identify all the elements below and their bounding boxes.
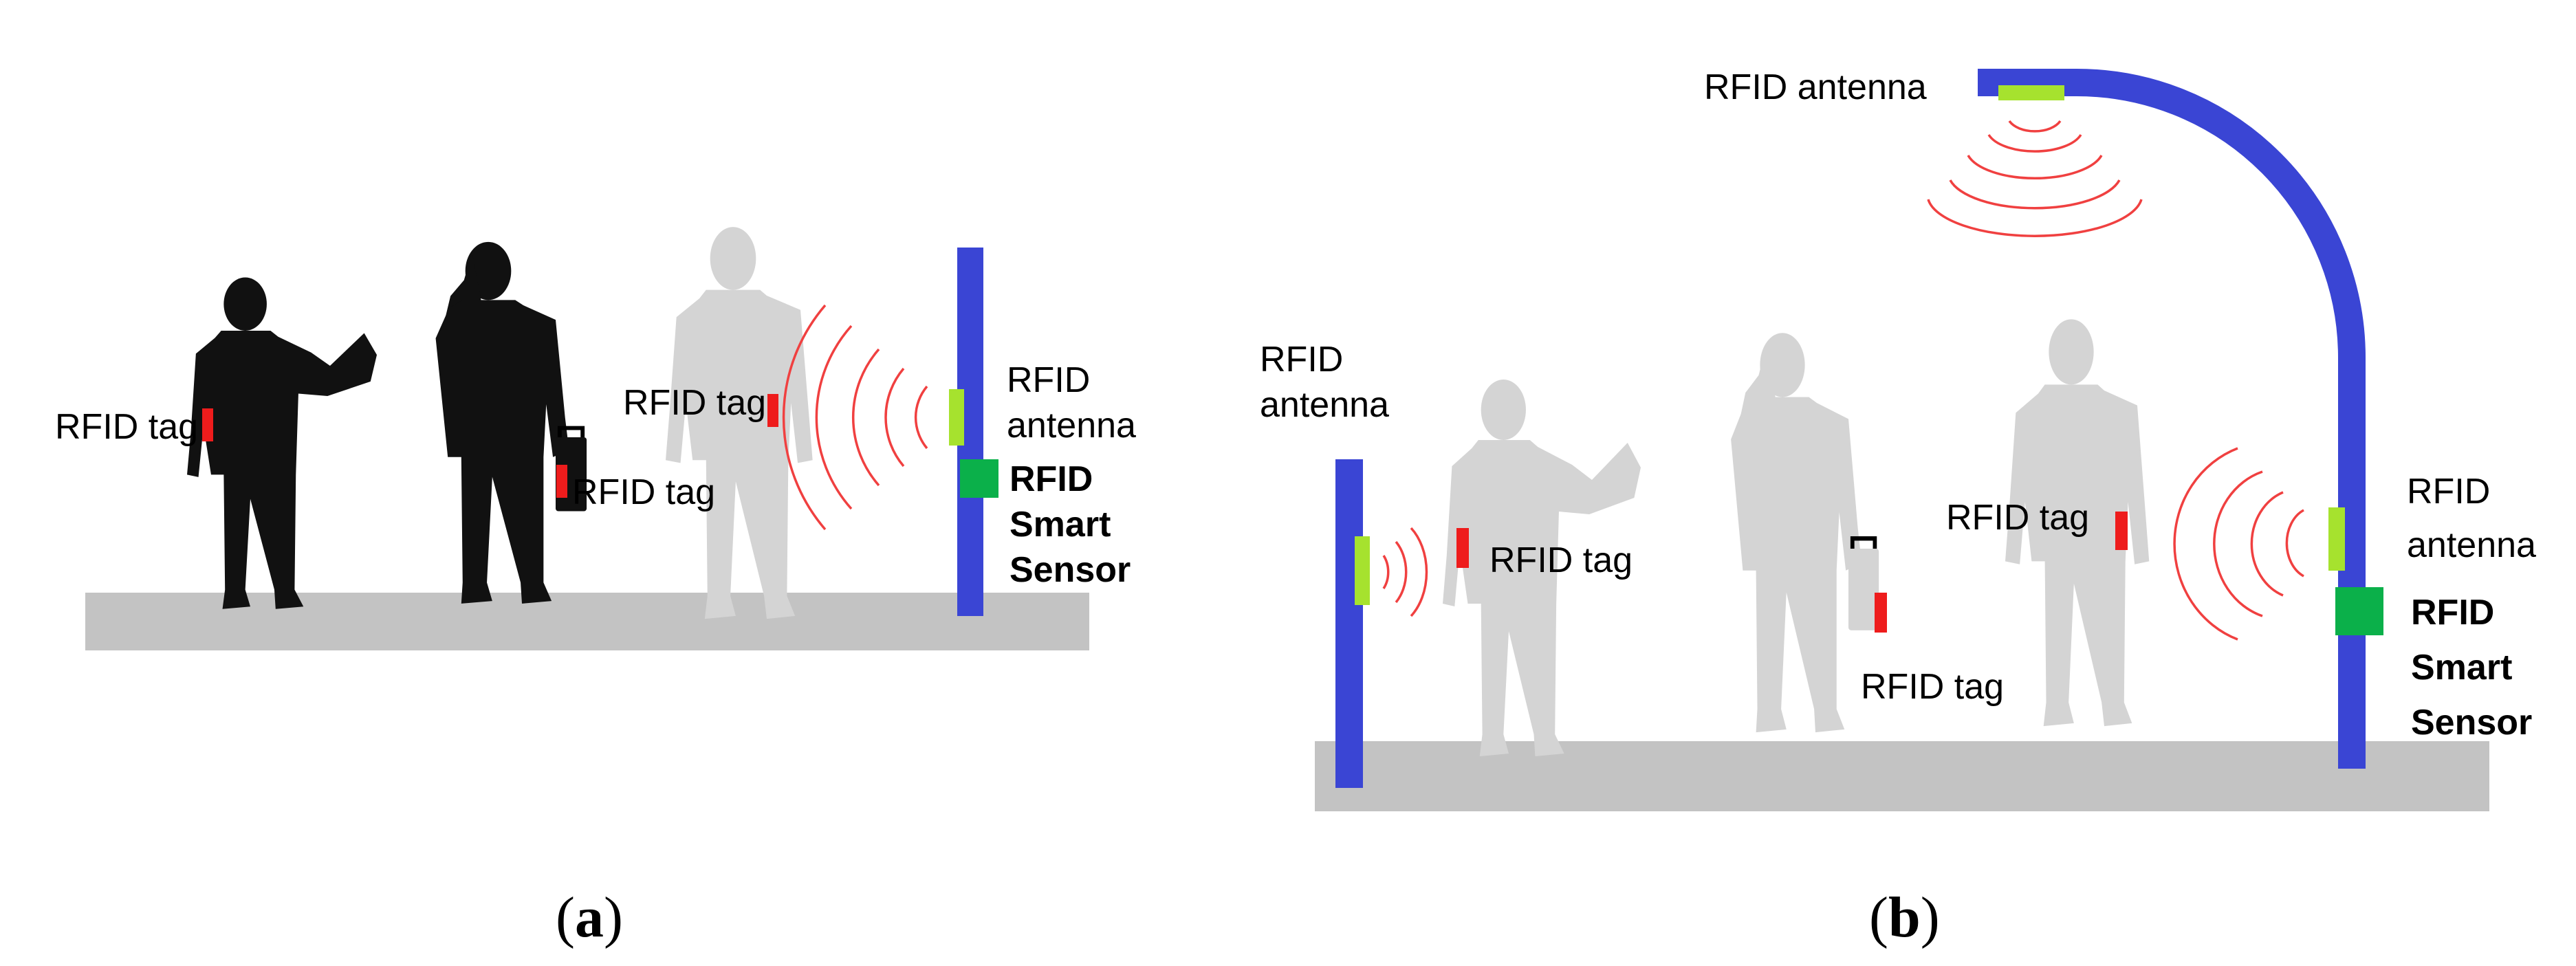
person-standing-light (666, 227, 813, 619)
tag-label-b3: RFID tag (1946, 498, 2089, 538)
rfid-antenna-left-b (1355, 536, 1370, 605)
tag-label-a3: RFID tag (623, 383, 766, 423)
left-antenna-label-b: RFID antenna (1260, 340, 1389, 425)
tag-label-b1: RFID tag (1489, 540, 1633, 580)
rfid-tag-a1 (202, 408, 213, 441)
caption-b: (b) (1869, 886, 1940, 949)
rfid-smart-sensor-b (2335, 587, 2383, 635)
panel-b: RFID antenna RFID antenna RFID tag RFID … (1260, 67, 2536, 949)
tag-label-a1: RFID tag (55, 407, 198, 447)
rfid-antenna-right-b (2328, 507, 2345, 571)
panel-a: RFID tag RFID tag RFID tag RFID antenna … (55, 227, 1136, 949)
rfid-tag-b2 (1875, 593, 1887, 633)
tag-label-b2: RFID tag (1861, 667, 2004, 707)
sensor-label-b: RFID Smart Sensor (2411, 593, 2532, 743)
rfid-smart-sensor-a (960, 459, 998, 498)
antenna-label-a: RFID antenna (1007, 360, 1136, 446)
person-reader-dark (187, 277, 377, 609)
right-antenna-label-b: RFID antenna (2407, 472, 2536, 565)
caption-a: (a) (556, 886, 623, 949)
rfid-tag-a2 (556, 465, 567, 498)
panel-b-floor (1315, 741, 2489, 811)
arched-pole-b (1978, 69, 2366, 769)
signal-waves-top-b (1927, 120, 2143, 237)
panel-a-floor (85, 593, 1089, 650)
pole-left-b (1335, 459, 1363, 788)
rfid-antenna-a (949, 389, 964, 446)
sensor-label-a: RFID Smart Sensor (1009, 459, 1131, 590)
signal-waves-a (782, 304, 928, 531)
person-caller-dark (436, 242, 587, 604)
rfid-tag-b3 (2115, 512, 2128, 550)
signal-waves-left-b (1382, 527, 1428, 617)
rfid-tag-a3 (767, 394, 778, 427)
person-caller-light (1731, 333, 1879, 732)
signal-waves-right-b (2173, 447, 2304, 641)
tag-label-a2: RFID tag (572, 472, 715, 512)
rfid-tag-b1 (1456, 528, 1469, 568)
rfid-antenna-top-b (1998, 85, 2064, 100)
top-antenna-label-b: RFID antenna (1704, 67, 1927, 107)
